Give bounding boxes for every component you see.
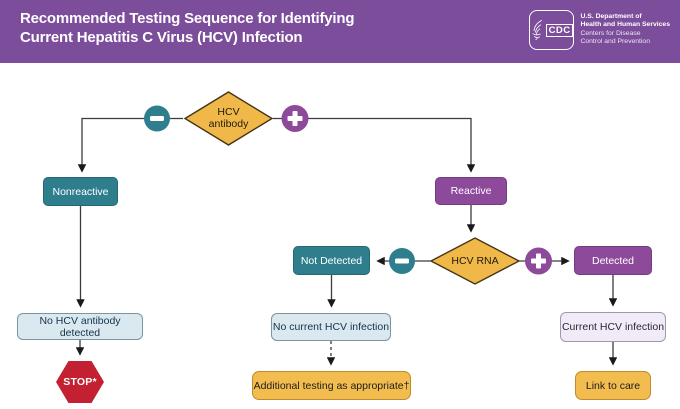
header-banner: Recommended Testing Sequence for Identif… [0,0,680,63]
connector-antibody-positive [273,117,476,173]
no-current-infection-label: No current HCV infection [272,321,390,333]
additional-testing-box: Additional testing as appropriate† [252,371,411,400]
plus-icon [281,105,309,132]
connector-antibody-negative [77,117,183,173]
minus-icon [144,105,170,132]
cdc-logo-box: CDC [529,10,575,50]
hcv-rna-diamond [429,237,521,285]
page-title: Recommended Testing Sequence for Identif… [20,9,355,47]
dept-line2: Health and Human Services [580,21,670,29]
cdc-logo: CDC U.S. Department of Health and Human … [529,10,670,50]
page-title-line2: Current Hepatitis C Virus (HCV) Infectio… [20,29,303,46]
no-antibody-box: No HCV antibody detected [17,313,143,340]
plus-icon [525,247,552,275]
link-to-care-label: Link to care [585,379,641,392]
hcv-rna-label: HCV RNA [451,255,499,267]
page-title-line1: Recommended Testing Sequence for Identif… [20,10,355,27]
no-current-infection-box: No current HCV infection [271,313,391,341]
hcv-antibody-label: HCV antibody [208,106,249,130]
nonreactive-box: Nonreactive [43,177,118,206]
link-to-care-box: Link to care [575,371,651,400]
org-line1: Centers for Disease [580,29,641,37]
current-infection-box: Current HCV infection [560,312,666,342]
nonreactive-label: Nonreactive [52,185,109,198]
minus-icon [389,248,415,274]
cdc-acronym: CDC [545,23,574,37]
dept-line1: U.S. Department of [580,13,642,20]
detected-label: Detected [591,254,635,267]
current-infection-label: Current HCV infection [561,321,665,333]
hhs-eagle-icon [532,20,543,40]
cdc-logo-text: U.S. Department of Health and Human Serv… [580,10,670,46]
org-line2: Control and Prevention [580,37,650,45]
reactive-label: Reactive [450,185,492,197]
reactive-box: Reactive [435,177,507,205]
hcv-antibody-diamond [183,91,274,146]
stop-label: STOP* [63,376,97,388]
no-antibody-label: No HCV antibody detected [39,314,121,339]
not-detected-box: Not Detected [293,246,370,275]
not-detected-label: Not Detected [300,254,363,267]
detected-box: Detected [574,246,652,275]
additional-testing-label: Additional testing as appropriate† [253,379,410,392]
